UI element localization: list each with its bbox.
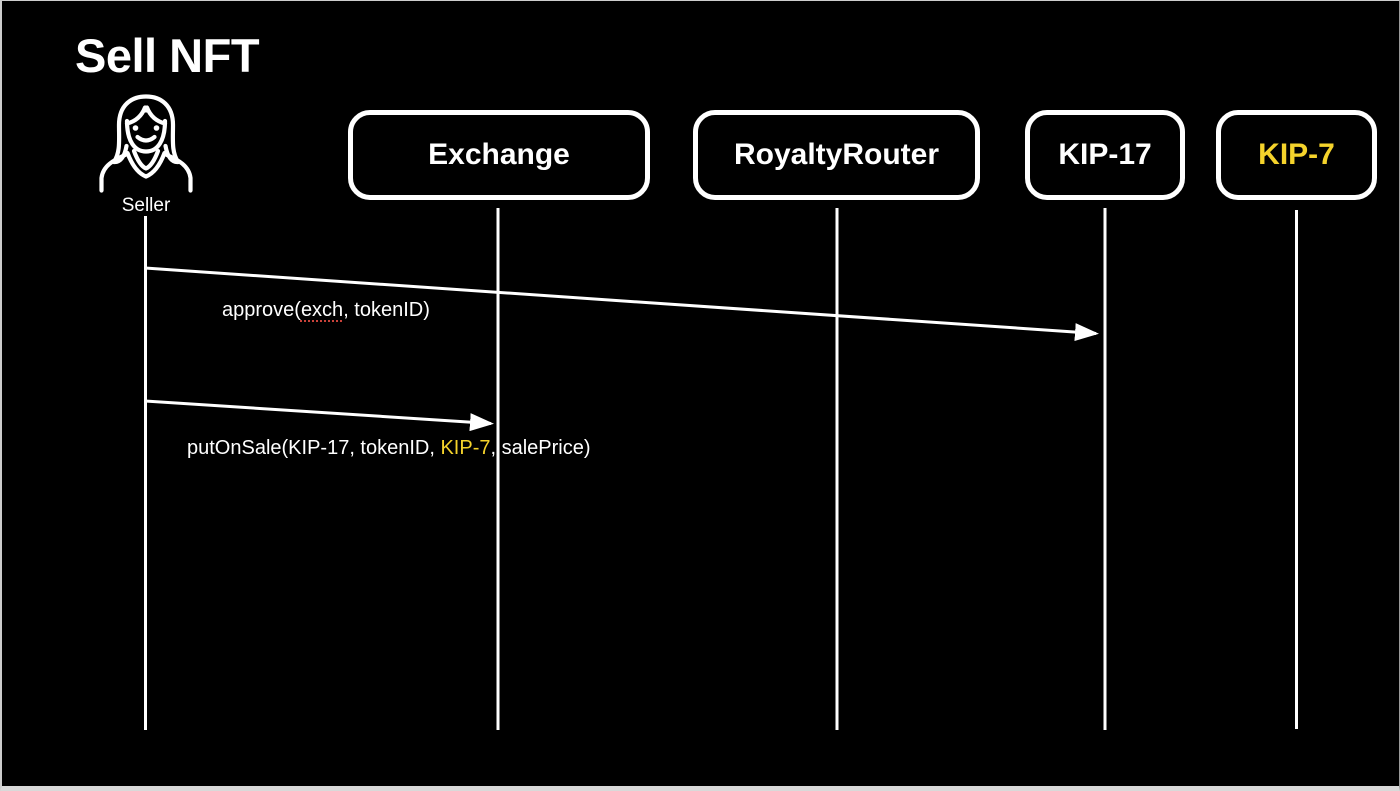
collar-outer: [125, 150, 167, 179]
message-arrow-putonsale[interactable]: [144, 399, 494, 432]
accent-word-kip7: KIP-7: [440, 437, 491, 459]
participant-label: KIP-7: [1258, 138, 1335, 171]
participant-box-kip17[interactable]: KIP-17: [1025, 110, 1185, 200]
participant-box-royaltyrouter[interactable]: RoyaltyRouter: [693, 110, 980, 200]
collar-inner: [131, 148, 161, 171]
participant-box-exchange[interactable]: Exchange: [348, 110, 650, 200]
message-text: , salePrice): [490, 437, 591, 459]
message-text: , tokenID): [343, 299, 430, 321]
participant-label: KIP-17: [1058, 138, 1152, 171]
message-label-putonsale[interactable]: putOnSale(KIP-17, tokenID, KIP-7, salePr…: [187, 437, 591, 460]
page-title: Sell NFT: [75, 29, 260, 82]
left-eye: [132, 125, 139, 131]
actor-seller[interactable]: Seller: [93, 94, 199, 215]
message-arrow-approve[interactable]: [144, 266, 1099, 342]
message-text: approve(: [222, 299, 301, 321]
woman-user-icon: [99, 94, 193, 193]
shoulder-right: [164, 152, 193, 193]
face-outline: [124, 118, 168, 154]
misspelled-word: exch: [300, 299, 344, 321]
hair-outline: [111, 94, 181, 165]
right-eye: [153, 125, 160, 131]
participant-label: Exchange: [428, 138, 570, 171]
bangs: [124, 105, 168, 126]
message-label-approve[interactable]: approve(exch, tokenID): [222, 299, 430, 322]
actor-label: Seller: [121, 195, 171, 216]
message-text: putOnSale(KIP-17, tokenID,: [187, 437, 441, 459]
participant-box-kip7[interactable]: KIP-7: [1216, 110, 1377, 200]
smile: [135, 134, 157, 143]
shoulder-left: [99, 152, 128, 193]
participant-label: RoyaltyRouter: [733, 138, 940, 171]
